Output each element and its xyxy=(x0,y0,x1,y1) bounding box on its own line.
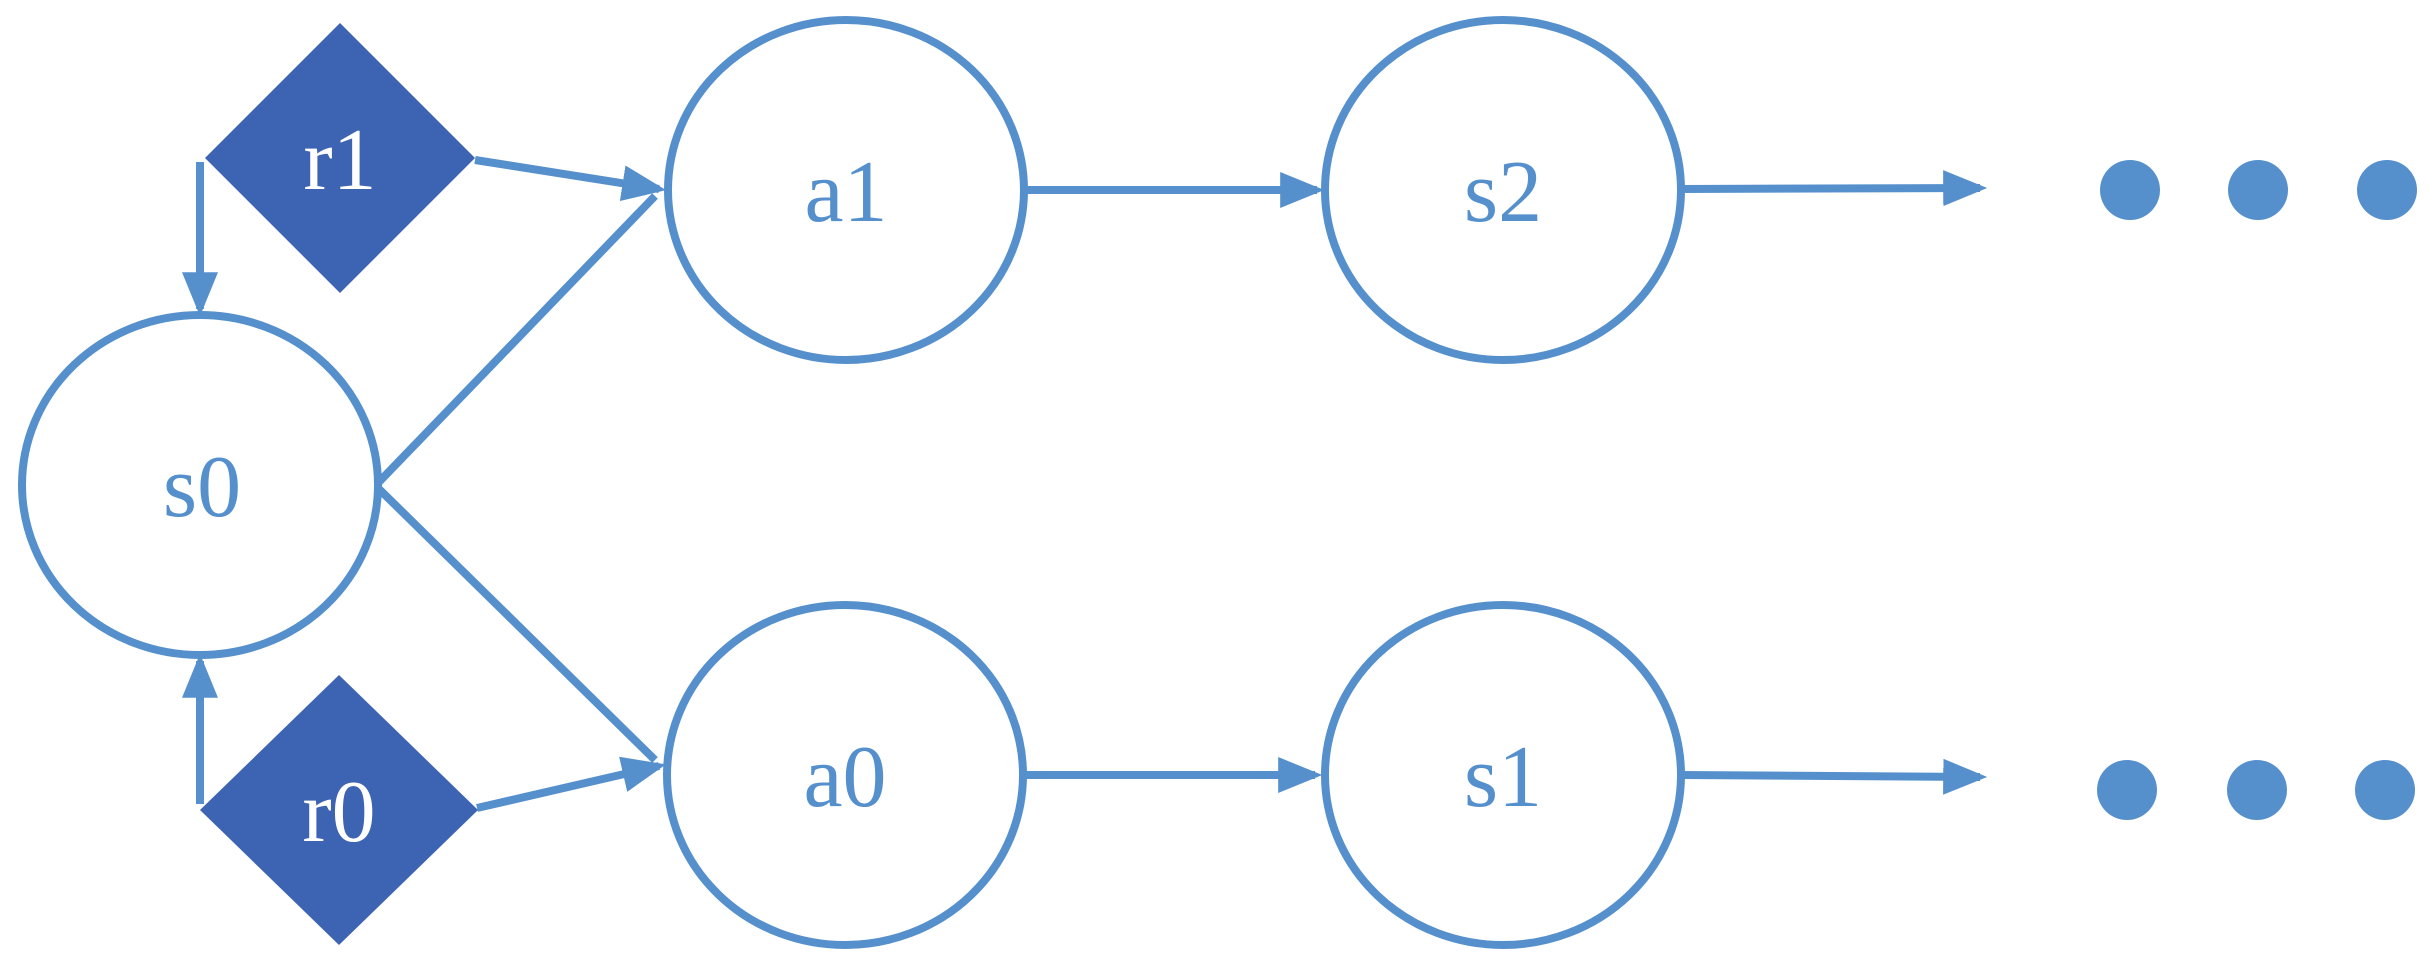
node-label-r0: r0 xyxy=(302,764,375,861)
state-node-s2 xyxy=(1321,16,1685,364)
state-node-s0 xyxy=(18,311,382,659)
reward-node-r1 xyxy=(205,23,475,293)
reward-node-r0 xyxy=(200,675,478,945)
state-node-s1 xyxy=(1321,601,1685,949)
node-label-s0: s0 xyxy=(163,439,241,536)
node-label-r1: r1 xyxy=(303,112,376,209)
ellipsis-dot-top-2 xyxy=(2228,160,2288,220)
ellipsis-dot-bottom-3 xyxy=(2355,760,2415,820)
ellipsis-dot-bottom-2 xyxy=(2227,760,2287,820)
action-node-a1 xyxy=(664,16,1028,364)
action-node-a0 xyxy=(663,601,1027,949)
edge-s1-to-ellipsis-bottom xyxy=(1680,758,1988,795)
node-label-s2: s2 xyxy=(1464,144,1542,241)
edge-r0-to-a0 xyxy=(476,756,667,812)
edge-s0-to-a0 xyxy=(376,486,658,763)
ellipsis-dot-top-3 xyxy=(2357,160,2417,220)
edge-s2-to-ellipsis-top xyxy=(1680,170,1988,207)
edge-s0-to-a1 xyxy=(376,193,658,485)
ellipsis-dot-top-1 xyxy=(2100,160,2160,220)
ellipsis-dot-bottom-1 xyxy=(2097,760,2157,820)
node-label-a0: a0 xyxy=(803,729,886,826)
node-label-s1: s1 xyxy=(1464,729,1542,826)
node-label-a1: a1 xyxy=(804,144,887,241)
edge-r1-to-a1 xyxy=(474,156,667,202)
